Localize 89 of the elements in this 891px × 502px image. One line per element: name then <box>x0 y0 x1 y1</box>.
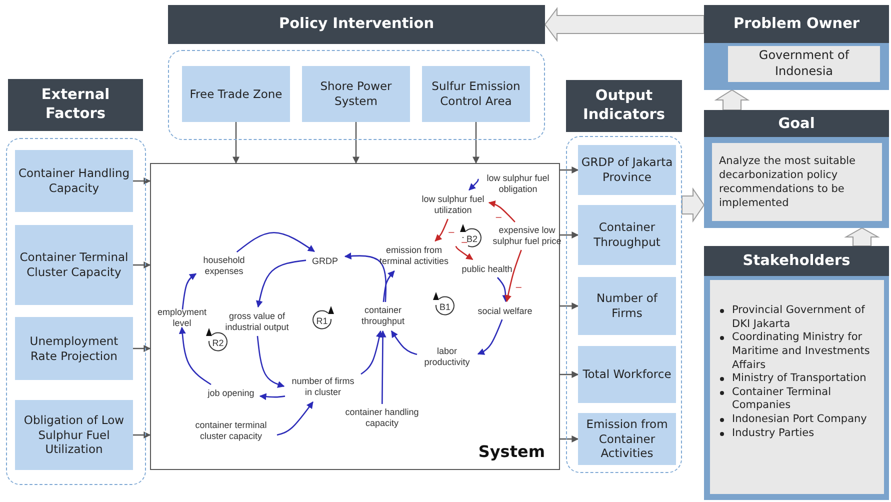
factor-box: Number of Firms <box>578 277 676 335</box>
arrow <box>468 178 479 190</box>
loop-label: R2 <box>212 338 224 348</box>
block-arrow <box>682 187 705 223</box>
arrow <box>382 270 395 302</box>
loop-label: B2 <box>466 234 478 244</box>
dashed-group <box>168 50 545 140</box>
arrow <box>504 250 522 302</box>
info-box: Government of Indonesia <box>728 46 880 82</box>
factor-box: Obligation of Low Sulphur Fuel Utilization <box>15 400 133 470</box>
loop-label: B1 <box>440 302 450 312</box>
panel <box>704 5 889 90</box>
arrow <box>344 252 387 302</box>
arrow <box>496 277 510 302</box>
arrow <box>232 122 240 164</box>
variable-label: low sulphur fuel obligation <box>480 172 556 196</box>
arrow <box>256 336 285 388</box>
arrow <box>133 262 151 268</box>
factor-box: Shore Power System <box>302 66 410 122</box>
panel <box>704 246 889 500</box>
factor-box: Container Throughput <box>578 205 676 265</box>
arrow <box>455 246 474 260</box>
arrow <box>133 432 151 438</box>
arrow <box>259 393 286 400</box>
section-header: External Factors <box>8 79 143 131</box>
arrow <box>390 330 418 356</box>
list-item: Indonesian Port Company <box>732 413 880 427</box>
section-header: Policy Intervention <box>168 5 545 44</box>
variable-label: public health <box>458 262 516 276</box>
variable-label: low sulphur fuel utilization <box>420 193 486 217</box>
arrow <box>560 302 579 310</box>
variable-label: container throughput <box>355 304 411 328</box>
list-box <box>710 280 884 494</box>
arrow <box>276 401 314 436</box>
list-item: Container Terminal Companies <box>732 386 880 414</box>
arrow <box>360 330 383 375</box>
variable-label: emission from terminal activities <box>374 244 454 268</box>
loop-label: R1 <box>316 316 328 326</box>
panel-header: Goal <box>704 110 889 137</box>
factor-box: Unemployment Rate Projection <box>15 317 133 380</box>
arrow <box>133 345 151 352</box>
factor-box: Sulfur Emission Control Area <box>422 66 530 122</box>
variable-label: job opening <box>205 386 257 400</box>
polarity-label: – <box>460 238 468 248</box>
list-item: Industry Parties <box>732 426 880 440</box>
panel <box>704 110 889 228</box>
arrow <box>352 122 360 164</box>
arrow <box>434 218 448 242</box>
list-item: Coordinating Ministry for Maritime and Investments Affairs <box>732 331 880 372</box>
variable-label: labor productivity <box>419 345 475 369</box>
factor-box: Container Handling Capacity <box>15 150 133 212</box>
arrow <box>477 319 503 355</box>
arrow <box>178 326 212 386</box>
variable-label: GRDP <box>308 254 342 268</box>
factor-box: GRDP of Jakarta Province <box>578 145 676 195</box>
variable-label: container terminal cluster capacity <box>187 419 275 443</box>
dashed-group <box>566 136 682 473</box>
dashed-group <box>6 138 146 485</box>
arrow <box>133 178 151 184</box>
factor-box: Total Workforce <box>578 346 676 403</box>
factor-box: Container Terminal Cluster Capacity <box>15 225 133 305</box>
arrow <box>560 232 579 238</box>
box-title: System <box>478 442 545 461</box>
list-item: Provincial Government of DKI Jakarta <box>732 304 880 332</box>
block-arrow <box>544 7 704 42</box>
variable-label: number of firms in cluster <box>287 375 359 399</box>
arrow <box>560 436 579 442</box>
list-item: Ministry of Transportation <box>732 372 880 386</box>
arrow <box>560 166 579 174</box>
block-arrow <box>714 89 750 110</box>
arrow <box>236 232 315 252</box>
variable-label: household expenses <box>199 254 249 278</box>
block-arrow <box>844 227 880 246</box>
arrow <box>560 371 579 378</box>
arrow <box>182 273 197 310</box>
arrow <box>488 200 516 222</box>
factor-box: Free Trade Zone <box>182 66 290 122</box>
factor-box: Emission from Container Activities <box>578 413 676 465</box>
arrow <box>379 330 386 404</box>
panel-header: Problem Owner <box>704 5 889 43</box>
variable-label: social welfare <box>474 304 536 318</box>
arrow <box>256 260 306 308</box>
variable-label: container handling capacity <box>342 406 422 430</box>
section-header: Output Indicators <box>566 80 682 132</box>
arrow <box>472 122 480 164</box>
variable-label: gross value of industrial output <box>221 310 293 334</box>
system-box <box>150 163 560 470</box>
panel-header: Stakeholders <box>704 246 889 276</box>
info-box: Analyze the most suitable decarbonization policy recommendations to be implemented <box>712 143 882 221</box>
